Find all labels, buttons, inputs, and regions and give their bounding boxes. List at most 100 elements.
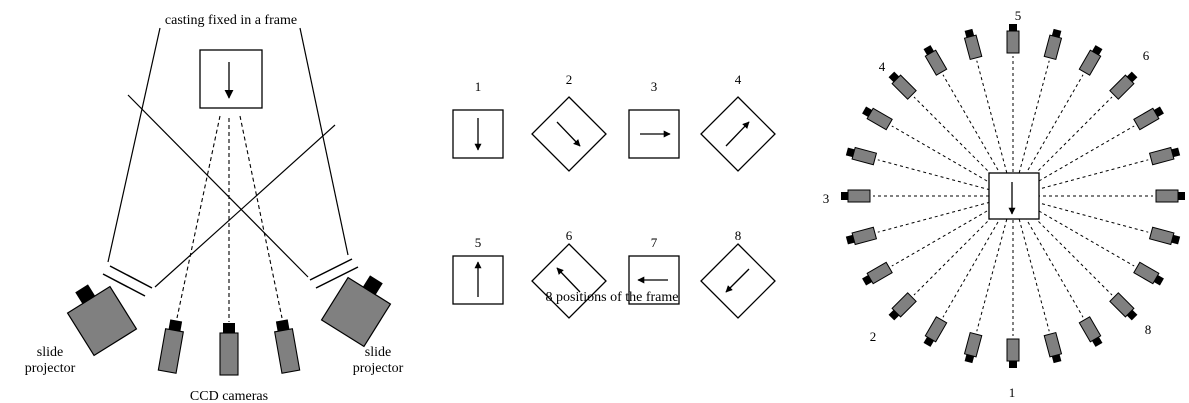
ring-camera-lens [845, 234, 855, 245]
ring-camera-body [866, 107, 893, 131]
ring-camera-lens [1051, 354, 1062, 364]
ring-camera [1133, 261, 1164, 286]
frame-positions-panel: 1 2 3 4 5 6 7 8 [452, 72, 776, 319]
beam-right-outer [299, 27, 349, 256]
ring-camera [1148, 226, 1181, 246]
ring-sight-line [1012, 195, 1135, 267]
frame-position-label: 6 [566, 228, 573, 243]
ccd-camera-right [274, 319, 301, 374]
ring-sight-line [891, 195, 1014, 267]
ring-camera [963, 331, 983, 364]
ring-sight-line [913, 195, 1014, 296]
projector-left-label-line1: slide [37, 345, 63, 360]
ring-sight-line [942, 74, 1014, 197]
casting-label: casting fixed in a frame [165, 13, 297, 28]
ring-camera-body [851, 146, 878, 166]
ring-camera [1078, 316, 1103, 347]
ring-camera [1043, 331, 1063, 364]
ring-camera [923, 45, 948, 76]
ring-camera [1133, 106, 1164, 131]
ring-camera-lens [841, 192, 848, 200]
ring-camera-lens [964, 28, 975, 38]
frame-position-label: 2 [566, 72, 573, 87]
ring-camera-lens [845, 147, 855, 158]
slide-projector-left [66, 284, 138, 357]
ring-camera-lens [1009, 24, 1017, 31]
ring-camera-body [851, 226, 878, 246]
ring-sight-line [891, 125, 1014, 197]
ring-camera-body [1043, 331, 1063, 358]
ring-sight-line [913, 96, 1014, 197]
ring-sight-line [1012, 60, 1050, 197]
ring-camera [1109, 71, 1138, 100]
ring-position-label: 5 [1015, 8, 1022, 23]
beam-cross-1 [127, 94, 309, 278]
camera-sight-left [176, 115, 221, 319]
ring-position-label: 3 [823, 191, 830, 206]
ring-camera [845, 226, 878, 246]
ring-sight-line [1012, 195, 1113, 296]
ring-sight-line [942, 195, 1014, 318]
ring-camera [862, 261, 893, 286]
ring-position-label: 8 [1145, 322, 1152, 337]
frame-position-label: 5 [475, 235, 482, 250]
ring-position-label: 2 [870, 329, 877, 344]
ring-camera-body [1148, 146, 1175, 166]
projector-right-label-line1: slide [365, 345, 391, 360]
camera-sight-right [239, 115, 283, 319]
camera-ring-sight-lines [873, 56, 1153, 336]
ring-camera-lens [1051, 28, 1062, 38]
ring-camera-body [1109, 292, 1135, 318]
ring-camera-lens [1009, 361, 1017, 368]
ring-camera-body [1109, 74, 1135, 100]
ring-sight-line [1012, 74, 1084, 197]
ring-camera-body [866, 261, 893, 285]
ring-camera [888, 71, 917, 100]
ring-camera-lens [964, 354, 975, 364]
ring-camera-lens [1171, 147, 1181, 158]
ring-sight-line [1012, 125, 1135, 197]
ring-position-label: 4 [879, 59, 886, 74]
ring-camera-body [1078, 49, 1102, 76]
ring-sight-line [877, 195, 1014, 233]
frame-position-6 [531, 243, 607, 319]
ring-camera-lens [1126, 309, 1138, 321]
frame-position-label: 7 [651, 235, 658, 250]
ccd-camera-center [219, 323, 239, 376]
ring-sight-line [1012, 195, 1149, 233]
ring-camera-lens [1178, 192, 1185, 200]
ring-camera-body [924, 316, 948, 343]
ring-sight-line [1012, 195, 1050, 332]
ring-camera [888, 292, 917, 321]
frame-position-label: 1 [475, 79, 482, 94]
ring-camera-body [924, 49, 948, 76]
beam-left-outer [107, 27, 161, 263]
ring-camera-body [1078, 316, 1102, 343]
ring-sight-line [1012, 195, 1084, 318]
frame-position-label: 8 [735, 228, 742, 243]
projector-left-label-line2: projector [25, 361, 76, 376]
ring-camera-body [1043, 34, 1063, 61]
camera-ring-cameras [841, 24, 1185, 368]
ring-camera-body [847, 189, 871, 203]
ring-camera [862, 106, 893, 131]
frame-position-3 [628, 109, 680, 159]
ring-camera [1155, 189, 1185, 203]
ccd-cameras-label: CCD cameras [190, 389, 268, 403]
ring-sight-line [1012, 159, 1149, 197]
ring-camera-body [963, 34, 983, 61]
ring-camera-lens [888, 309, 900, 321]
frame-position-label: 3 [651, 79, 658, 94]
frame-position-7 [628, 255, 680, 305]
left-setup-panel: casting fixed in a frame [25, 13, 404, 403]
frame-position-4 [700, 96, 776, 172]
ring-camera-body [1133, 261, 1160, 285]
camera-ring-panel: 1 2 3 4 5 6 8 [823, 8, 1185, 400]
ring-sight-line [976, 60, 1014, 197]
ring-sight-line [976, 195, 1014, 332]
ring-sight-line [1012, 96, 1113, 197]
beam-cross-2 [154, 124, 336, 288]
ring-camera [1006, 338, 1020, 368]
ring-camera-body [1006, 338, 1020, 362]
